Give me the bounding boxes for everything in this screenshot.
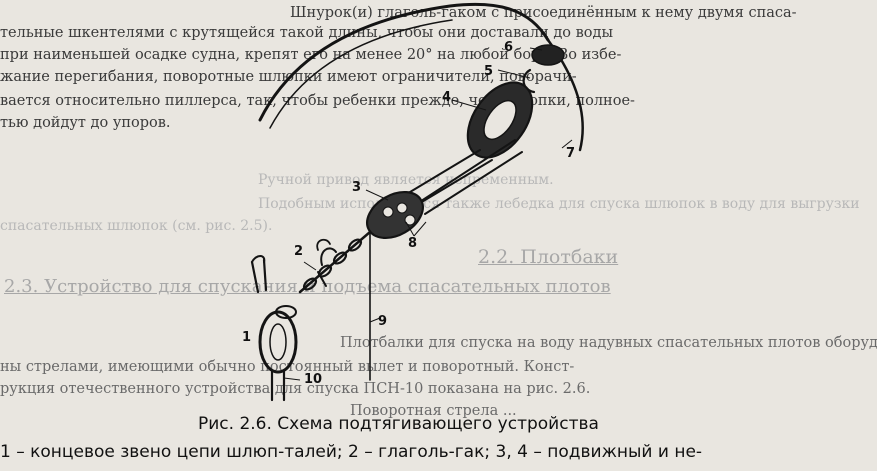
figure-label-7: 7 <box>566 146 576 161</box>
bottom-paragraph-line-3: рукция отечественного устройства для спу… <box>0 381 591 397</box>
top-paragraph-line-5: вается относительно пиллерса, так, чтобы… <box>0 93 635 109</box>
figure-label-9: 9 <box>378 314 388 329</box>
top-paragraph-line-1: Шнурок(и) глаголь-гаком с присоединённым… <box>290 5 797 21</box>
figure-tightening-device: 6 5 4 7 3 8 2 9 1 10 <box>230 0 640 405</box>
faint-line-3: спасательных шлюпок (см. рис. 2.5). <box>0 218 273 234</box>
bottom-paragraph-line-1: Плотбалки для спуска на воду надувных сп… <box>340 335 877 351</box>
figure-label-4: 4 <box>442 90 452 105</box>
figure-label-2: 2 <box>294 244 304 259</box>
top-paragraph-line-6: тью дойдут до упоров. <box>0 115 171 131</box>
figure-label-5: 5 <box>484 64 494 79</box>
figure-label-10: 10 <box>304 372 323 387</box>
heading-2-2: 2.2. Плотбаки <box>478 246 619 268</box>
faint-line-1: Ручной привод является непременным. <box>258 172 554 188</box>
bottom-paragraph-line-4: Поворотная стрела ... <box>350 403 517 419</box>
figure-label-1: 1 <box>242 330 252 345</box>
top-paragraph-line-2: тельные шкентелями с крутящейся такой дл… <box>0 25 613 41</box>
figure-caption: Рис. 2.6. Схема подтягивающего устройств… <box>198 414 599 434</box>
figure-legend-line: 1 – концевое звено цепи шлюп-талей; 2 – … <box>0 442 703 462</box>
device-drawing <box>250 2 584 402</box>
figure-label-3: 3 <box>352 180 362 195</box>
figure-label-6: 6 <box>504 40 514 55</box>
figure-label-8: 8 <box>408 236 418 251</box>
top-paragraph-line-3: при наименьшей осадке судна, крепят его … <box>0 47 622 63</box>
